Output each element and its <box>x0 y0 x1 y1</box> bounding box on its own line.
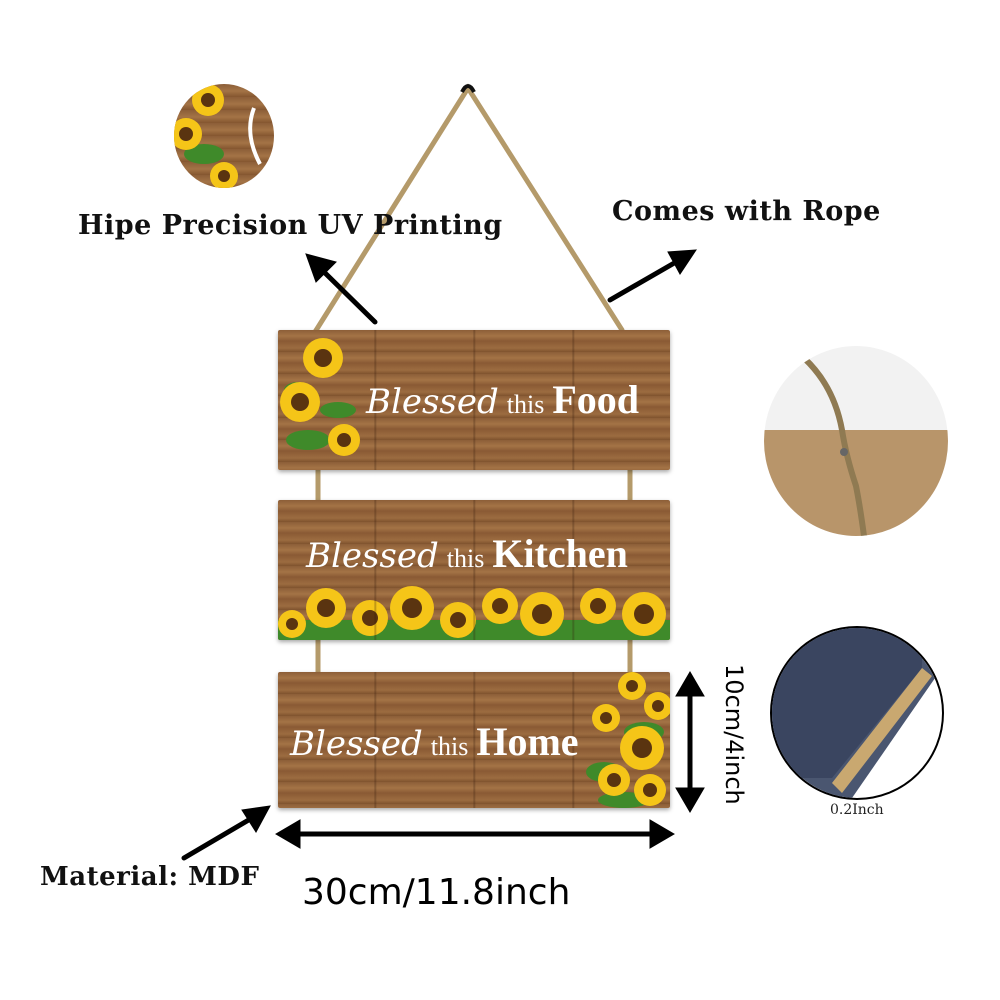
plank-kitchen-big: Kitchen <box>492 531 628 576</box>
plank-food-big: Food <box>552 377 640 422</box>
plank-home-big: Home <box>476 719 579 764</box>
mdf-edge-icon <box>772 628 942 798</box>
sunflower-detail-icon <box>174 84 262 188</box>
uv-printing-detail-inset <box>174 84 274 188</box>
rope-detail-inset <box>764 346 948 536</box>
uv-printing-label: Hipe Precision UV Printing <box>78 210 503 241</box>
thickness-label: 0.2Inch <box>830 802 884 818</box>
plank-kitchen-mid: this <box>446 544 485 573</box>
sunflower-cluster-left <box>280 338 360 456</box>
rope-knot-icon <box>764 355 948 536</box>
rope-label: Comes with Rope <box>612 196 881 227</box>
thickness-detail-inset <box>770 626 944 800</box>
sunflower-cluster-right <box>586 672 670 808</box>
material-label: Material: MDF <box>40 862 260 892</box>
plank-food-mid: this <box>506 390 545 419</box>
width-dimension-label: 30cm/11.8inch <box>302 872 571 913</box>
height-dimension-label: 10cm/4inch <box>720 664 748 805</box>
sunflower-row-bottom <box>278 586 670 640</box>
plank-home-mid: this <box>430 732 469 761</box>
plank-food-script: Blessed <box>366 382 499 422</box>
plank-home-script: Blessed <box>290 724 423 764</box>
plank-kitchen-script: Blessed <box>306 536 439 576</box>
